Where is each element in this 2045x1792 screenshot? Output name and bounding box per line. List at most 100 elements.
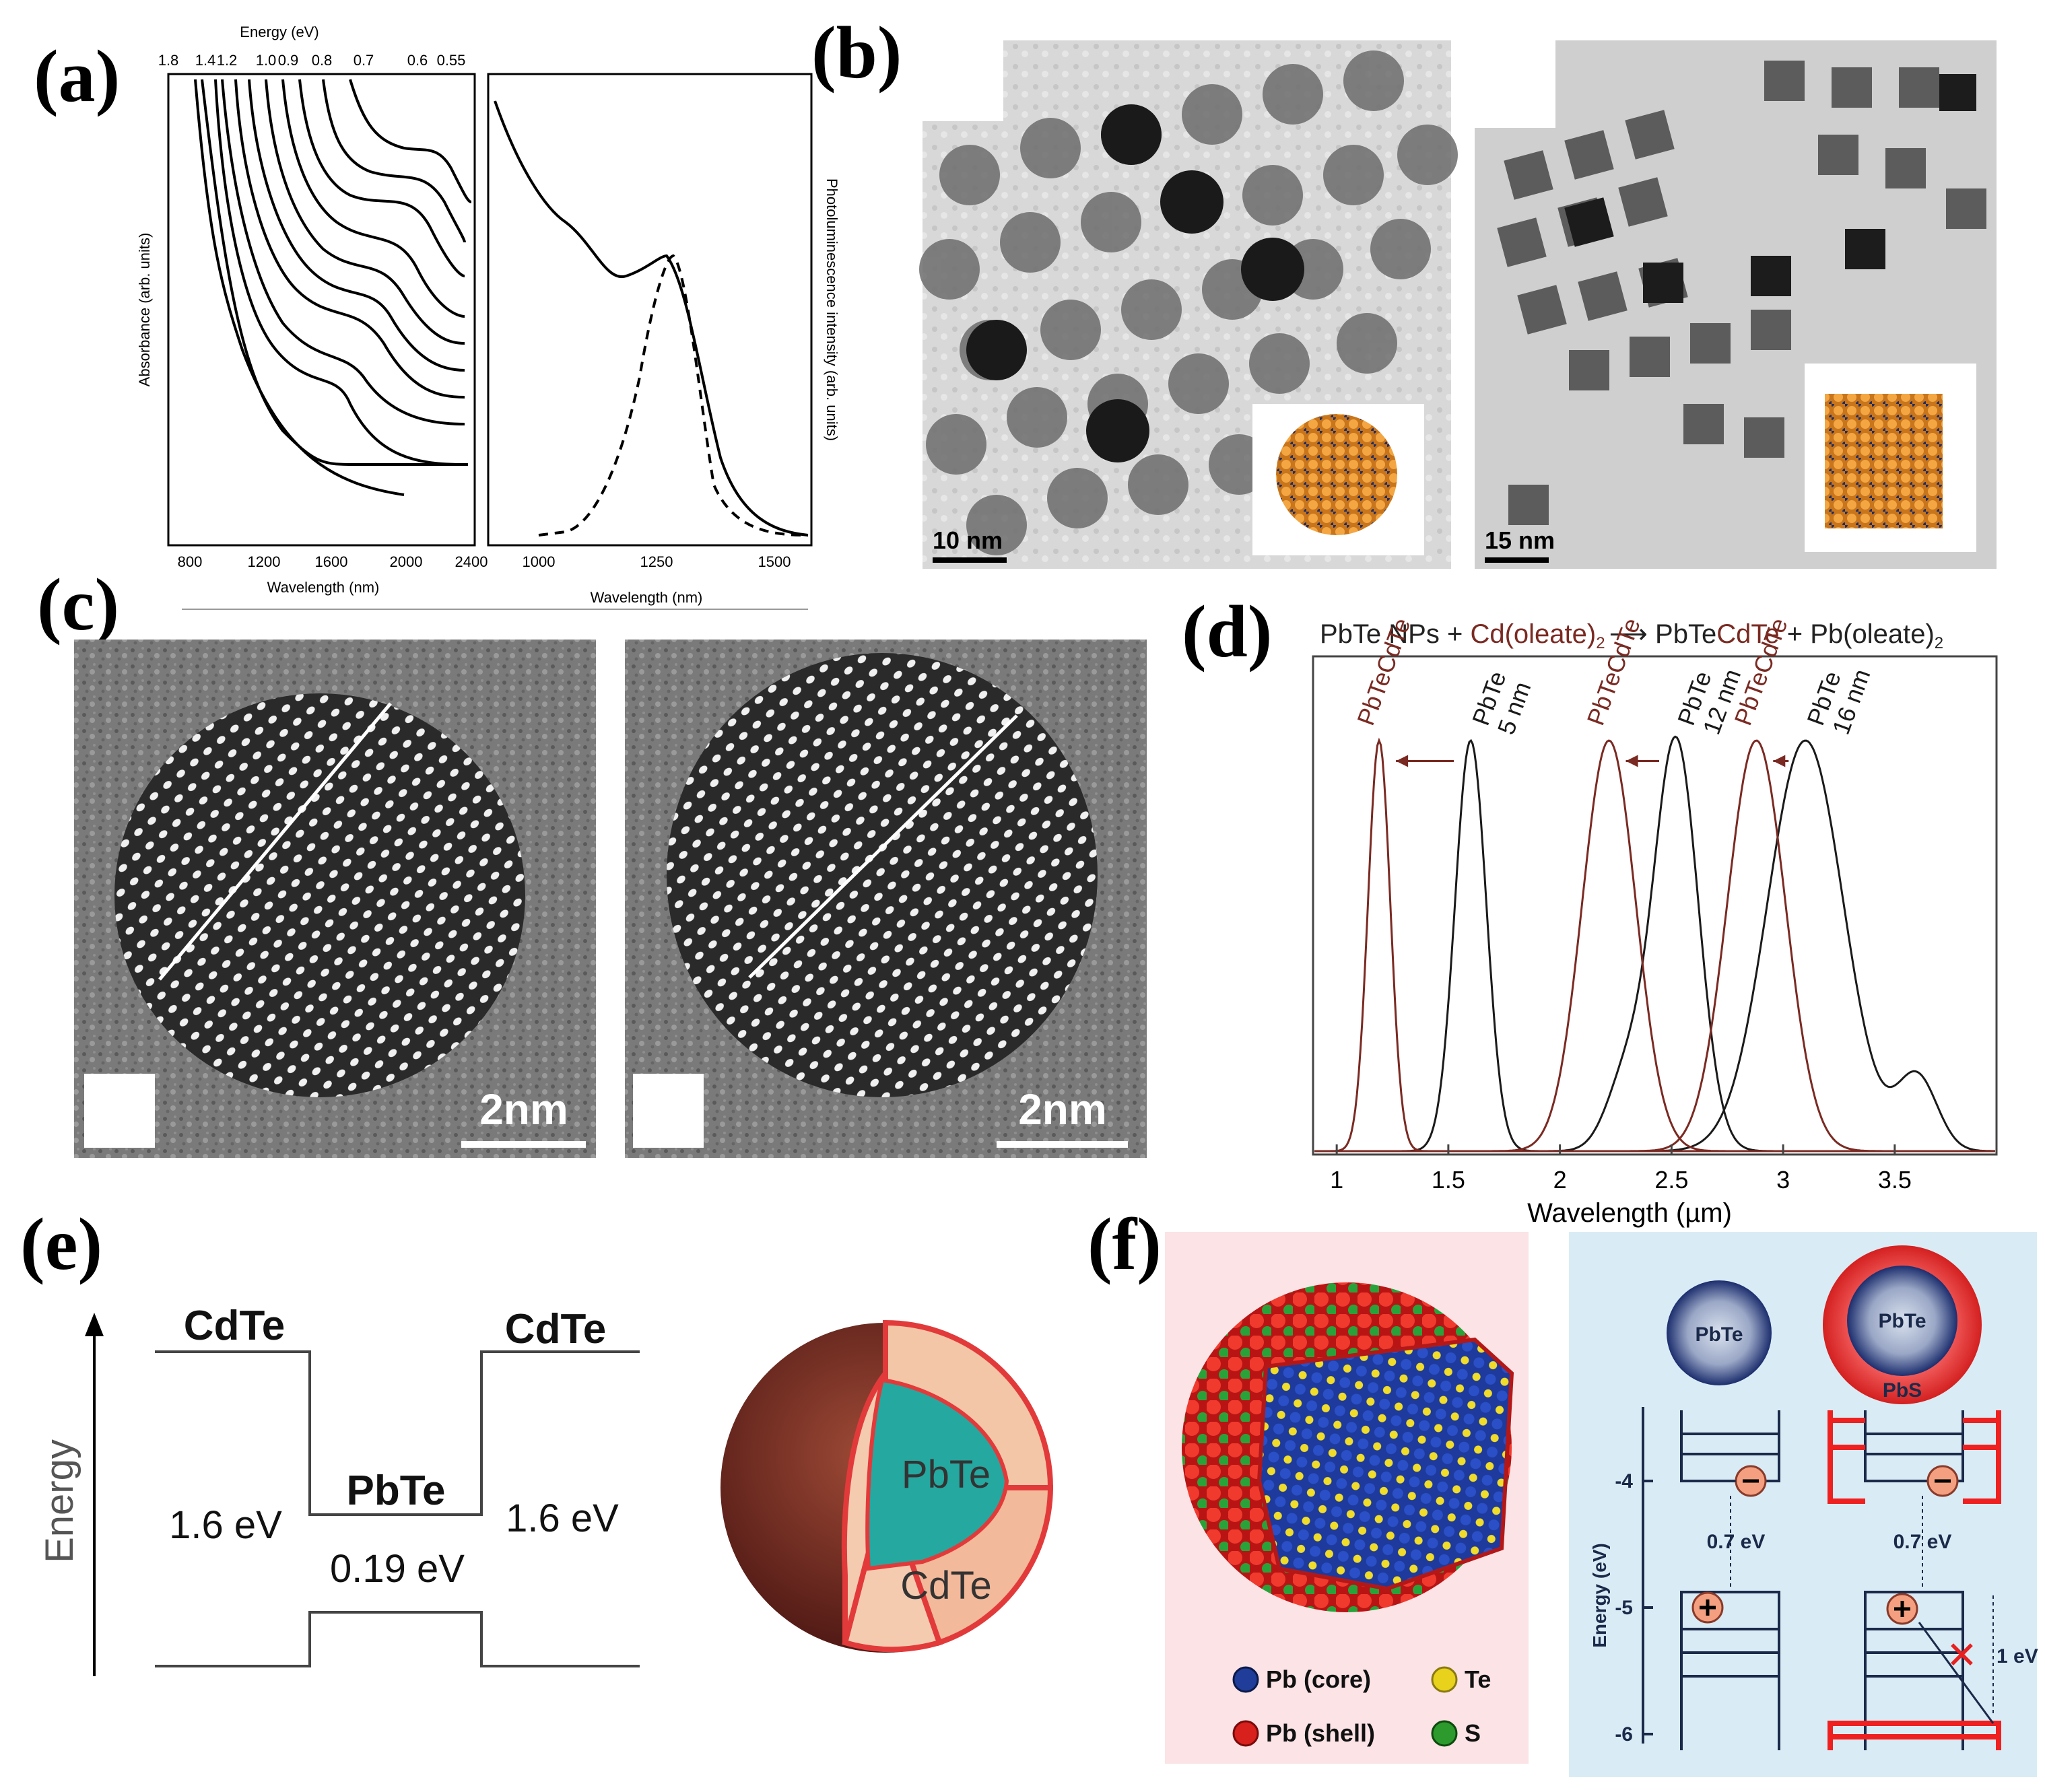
panel-d: (d) PbTe NPs + Cd(oleate)2⟶ PbTeCdTe + P…: [1182, 590, 1998, 1228]
panel-e: (e) Energy CdTe CdTe PbTe 1.6 eV 1.6 eV …: [20, 1203, 1054, 1676]
reaction-equation: PbTe NPs + Cd(oleate)2⟶ PbTeCdTe + Pb(ol…: [1320, 619, 1943, 652]
pbte-well-label: PbTe: [347, 1468, 446, 1514]
pbs-band-edges: [1828, 1410, 2001, 1750]
xtick-label: 3.5: [1878, 1166, 1912, 1194]
peak-label: PbTe12 nm: [1672, 656, 1746, 738]
pl-xtick: 1000: [523, 553, 556, 570]
spectrum-line: [1314, 738, 1995, 1152]
scale-bar-left-c: 2nm: [479, 1085, 568, 1134]
legend-marker: [1232, 1666, 1259, 1693]
legend-marker: [1232, 1720, 1259, 1747]
pl-xticks: 1000 1250 1500: [523, 553, 791, 570]
legend-marker: [1431, 1720, 1458, 1747]
energy-tick: 0.8: [312, 52, 333, 69]
cdte-right-label: CdTe: [505, 1306, 606, 1352]
gap-left-label: 1.6 eV: [169, 1503, 282, 1547]
xtick-label: 1: [1330, 1166, 1343, 1194]
panel-a: (a) Energy (eV) 1.8 1.4 1.2 1.0 0.9 0.8 …: [34, 24, 840, 610]
absorbance-curves: [194, 79, 472, 496]
core-shell-sphere: PbTe CdTe: [720, 1319, 1054, 1653]
pl-frame: [487, 73, 813, 547]
energy-tick: 0.6: [407, 52, 428, 69]
shift-arrowhead: [1396, 755, 1409, 767]
absorbance-ylabel: Absorbance (arb. units): [136, 233, 153, 387]
legend-label: Te: [1465, 1665, 1491, 1693]
xtick-label: 2: [1553, 1166, 1567, 1194]
energy-label: Energy: [38, 1439, 81, 1563]
blocked-transfer-mark: ✕: [1946, 1634, 1978, 1678]
peak-label: PbTe5 nm: [1467, 668, 1537, 738]
abs-xtick: 1200: [248, 553, 281, 570]
shift-arrowhead: [1625, 755, 1638, 767]
pl-xtick: 1250: [640, 553, 673, 570]
pl-ylabel: Photoluminescence intensity (arb. units): [824, 178, 840, 441]
eq-part: Cd(oleate): [1470, 619, 1596, 649]
pl-spectra: [1314, 735, 1995, 1152]
energy-tick: 0.9: [278, 52, 299, 69]
tem-image-spheres: 10 nm: [919, 40, 1458, 569]
np-shell-right-label: PbS: [1883, 1379, 1922, 1402]
pl-spectra-frame: [1312, 655, 1998, 1156]
absorbance-xlabel: Wavelength (nm): [267, 579, 380, 596]
pbte-bands: [1680, 1410, 1780, 1750]
legend-label: Pb (core): [1266, 1665, 1371, 1693]
eq-part: CdTe: [1716, 619, 1779, 649]
np-core-right-label: PbTe: [1878, 1310, 1926, 1332]
panel-e-label: (e): [20, 1203, 102, 1285]
panel-a-label: (a): [34, 35, 120, 117]
energy-ytick: -4: [1615, 1470, 1633, 1492]
gap-center-label: 0.19 eV: [330, 1547, 465, 1591]
legend-label: Pb (shell): [1266, 1719, 1375, 1747]
absorbance-frame: [167, 73, 476, 547]
energy-ticks: 1.8 1.4 1.2 1.0 0.9 0.8 0.7 0.6 0.55: [158, 52, 466, 69]
panel-c-label: (c): [37, 563, 119, 646]
cubic-nanocrystal-model: [1825, 394, 1943, 528]
xtick-label: 2.5: [1654, 1166, 1688, 1194]
panel-c: (c) 2nm 2nm: [37, 563, 1147, 1158]
np-core-left-label: PbTe: [1695, 1323, 1743, 1346]
pl-xlabel: Wavelength (µm): [1527, 1198, 1732, 1228]
panel-f-label: (f): [1087, 1203, 1162, 1285]
energy-tick: 1.0: [256, 52, 277, 69]
abs-xtick: 2000: [390, 553, 423, 570]
energy-tick: 1.8: [158, 52, 179, 69]
energy-tick: 1.4: [195, 52, 216, 69]
atom-legend: Pb (core) Te Pb (shell) S: [1232, 1665, 1491, 1747]
eq-part: PbTe NPs +: [1320, 619, 1463, 649]
hrtem-left: 2nm: [74, 640, 596, 1158]
abs-xtick: 2400: [455, 553, 488, 570]
gap-right-label: 1.6 eV: [506, 1496, 619, 1540]
hrtem-right: 2nm: [625, 640, 1147, 1158]
pl-xtick: 1500: [758, 553, 791, 570]
energy-axis-arrow: [85, 1313, 104, 1336]
panel-f: (f) Pb (core) Te Pb (shell) S PbTe PbTe: [1087, 1203, 2038, 1777]
cdte-left-label: CdTe: [184, 1303, 285, 1349]
xtick-label: 3: [1776, 1166, 1790, 1194]
absorbance-xticks: 800 1200 1600 2000 2400: [178, 553, 488, 570]
eq-sub: 2: [1596, 634, 1605, 652]
energy-tick: 0.7: [354, 52, 374, 69]
np-pbte: [1667, 1280, 1772, 1385]
energy-tick: 0.55: [437, 52, 466, 69]
spectrum-line: [1314, 739, 1995, 1152]
energy-tick: 1.2: [217, 52, 238, 69]
eq-part: + Pb(oleate): [1787, 619, 1935, 649]
energy-ytick: -6: [1615, 1723, 1633, 1746]
panel-b: (b) 10 nm: [811, 11, 1997, 569]
abs-xtick: 1600: [315, 553, 348, 570]
peak-label: PbTe16 nm: [1801, 656, 1875, 738]
spectrum-line: [1314, 737, 1995, 1152]
energy-ylabel: Energy (eV): [1589, 1543, 1610, 1648]
gap-left-label: 0.7 eV: [1707, 1531, 1766, 1553]
spectrum-line: [1314, 735, 1995, 1152]
energy-ytick: -5: [1615, 1597, 1633, 1619]
spectrum-line: [1314, 739, 1995, 1152]
band-alignment-diagram: PbTe PbTe PbS Energy (eV) -4 -5 -6: [1569, 1232, 2038, 1777]
scale-bar-left: 10 nm: [933, 526, 1003, 554]
band-diagram: [155, 1350, 640, 1667]
gap-right-label: 0.7 eV: [1893, 1531, 1952, 1553]
pl-curves: [494, 100, 809, 537]
scale-bar-right-c: 2nm: [1018, 1085, 1107, 1134]
offset-label: 1 eV: [1997, 1645, 2038, 1667]
